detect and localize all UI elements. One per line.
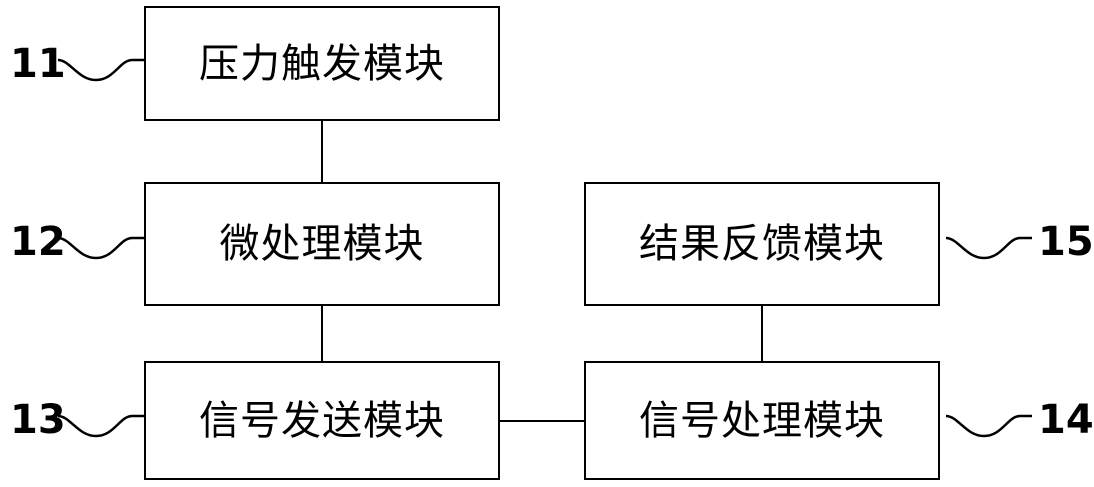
leader-line-14 bbox=[945, 414, 1032, 438]
ref-number-11: 11 bbox=[10, 41, 66, 87]
ref-number-13: 13 bbox=[10, 397, 66, 443]
node-label: 微处理模块 bbox=[219, 221, 425, 267]
leader-line-15 bbox=[945, 236, 1032, 260]
node-label: 结果反馈模块 bbox=[639, 221, 885, 267]
node-pressure-trigger-module[interactable]: 压力触发模块 bbox=[144, 6, 500, 121]
connector-13-to-14 bbox=[500, 420, 584, 422]
node-microprocessing-module[interactable]: 微处理模块 bbox=[144, 182, 500, 306]
ref-number-14: 14 bbox=[1038, 397, 1094, 443]
node-label: 信号发送模块 bbox=[199, 397, 445, 444]
ref-number-12: 12 bbox=[10, 219, 66, 265]
node-label: 压力触发模块 bbox=[199, 40, 445, 87]
node-signal-processing-module[interactable]: 信号处理模块 bbox=[584, 361, 940, 480]
leader-line-13 bbox=[57, 414, 144, 438]
connector-11-to-12 bbox=[321, 121, 323, 182]
ref-number-15: 15 bbox=[1038, 219, 1094, 265]
leader-line-11 bbox=[57, 58, 144, 82]
connector-14-to-15 bbox=[761, 306, 763, 361]
node-signal-sending-module[interactable]: 信号发送模块 bbox=[144, 361, 500, 480]
leader-line-12 bbox=[57, 236, 144, 260]
connector-12-to-13 bbox=[321, 306, 323, 361]
node-result-feedback-module[interactable]: 结果反馈模块 bbox=[584, 182, 940, 306]
node-label: 信号处理模块 bbox=[639, 397, 885, 444]
